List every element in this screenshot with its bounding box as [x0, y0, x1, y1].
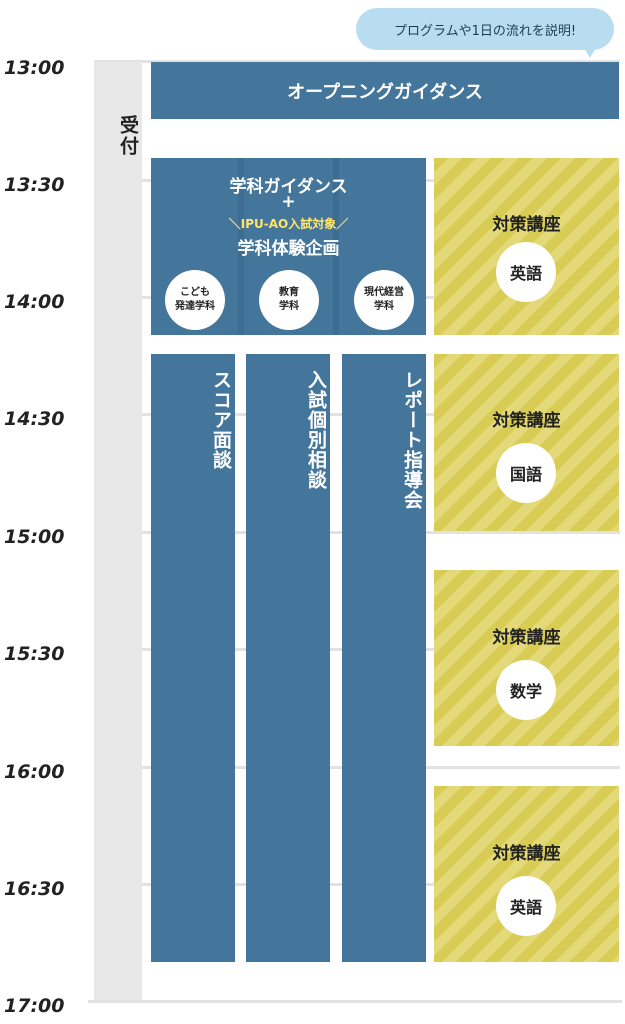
prep-course-english-1: 対策講座 英語: [434, 158, 619, 335]
guidance-subtitle: 学科体験企画: [237, 239, 340, 259]
course-title: 対策講座: [492, 215, 561, 235]
timeline-bottom-line: [88, 1000, 622, 1003]
session-label: レポート指導会: [401, 370, 423, 510]
prep-course-english-2: 対策講座 英語: [434, 786, 619, 962]
ipu-ao-target-note: ＼IPU-AO入試対象／: [228, 217, 349, 231]
course-title: 対策講座: [492, 844, 561, 864]
bubble-text: プログラムや1日の流れを説明!: [393, 23, 577, 39]
time-label-1500: 15:00: [4, 526, 65, 548]
session-admission-consultation: 入試個別相談: [246, 354, 330, 962]
time-label-1330: 13:30: [4, 174, 65, 196]
bubble-tail: [584, 48, 596, 58]
course-title: 対策講座: [492, 628, 561, 648]
block-divider: [333, 158, 339, 335]
opening-guidance-block: オープニングガイダンス: [151, 62, 619, 119]
department-circle-child-development: こども 発達学科: [165, 270, 225, 330]
department-guidance-block: 学科ガイダンス + ＼IPU-AO入試対象／ 学科体験企画 こども 発達学科 教…: [151, 158, 426, 335]
session-report-guidance: レポート指導会: [342, 354, 426, 962]
course-subject-circle: 国語: [496, 443, 556, 503]
block-divider: [238, 158, 244, 335]
time-label-1630: 16:30: [4, 878, 65, 900]
program-explanation-bubble: プログラムや1日の流れを説明!: [356, 8, 614, 50]
time-label-1600: 16:00: [4, 761, 65, 783]
course-subject-circle: 英語: [496, 242, 556, 302]
time-label-1400: 14:00: [4, 291, 65, 313]
time-label-1430: 14:30: [4, 408, 65, 430]
opening-guidance-label: オープニングガイダンス: [287, 81, 483, 103]
prep-course-japanese: 対策講座 国語: [434, 354, 619, 531]
session-label: スコア面談: [210, 370, 232, 470]
course-title: 対策講座: [492, 411, 561, 431]
course-subject-circle: 英語: [496, 876, 556, 936]
reception-label: 受付: [117, 115, 139, 157]
grid-line-1300: [94, 60, 620, 63]
session-score-interview: スコア面談: [151, 354, 235, 962]
session-label: 入試個別相談: [305, 370, 327, 490]
time-label-1300: 13:00: [4, 57, 65, 79]
time-label-1530: 15:30: [4, 643, 65, 665]
prep-course-math: 対策講座 数学: [434, 570, 619, 746]
course-subject-circle: 数学: [496, 660, 556, 720]
time-label-1700: 17:00: [4, 995, 65, 1017]
reception-column: [94, 62, 142, 1002]
department-circle-modern-management: 現代経営 学科: [354, 270, 414, 330]
department-circle-education: 教育 学科: [259, 270, 319, 330]
guidance-title: 学科ガイダンス: [229, 177, 348, 197]
guidance-plus: +: [281, 192, 296, 212]
